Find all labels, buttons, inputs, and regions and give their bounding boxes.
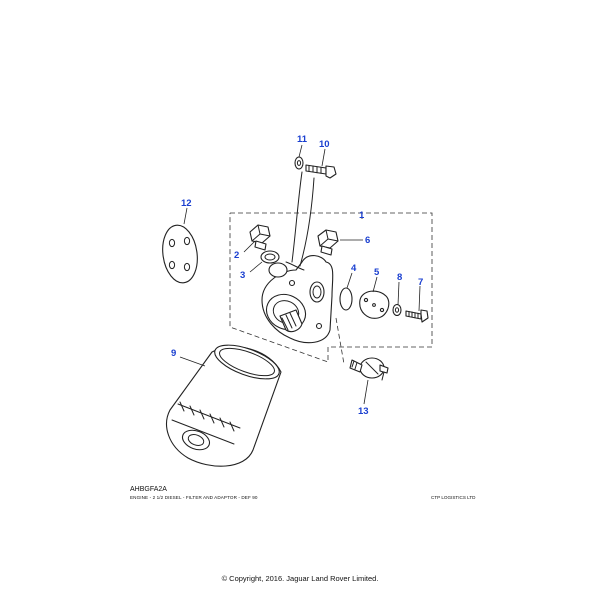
washer-part-8 <box>392 303 402 317</box>
callout-6: 6 <box>365 235 370 246</box>
callout-11: 11 <box>297 134 308 145</box>
callout-4: 4 <box>351 263 357 274</box>
callout-12: 12 <box>181 198 192 209</box>
diagram-reference-code: AHBGFA2A <box>130 486 167 493</box>
o-ring-part-4 <box>339 287 353 311</box>
gasket-part <box>162 224 198 284</box>
callout-8: 8 <box>397 272 402 283</box>
bolt-part-10 <box>305 164 337 179</box>
plug-part-6 <box>317 229 339 256</box>
washer-part-3 <box>260 250 280 264</box>
callout-1: 1 <box>359 210 365 221</box>
callout-13: 13 <box>358 406 369 417</box>
diagram-caption: ENGINE - 2 1/2 DIESEL - FILTER AND ADAPT… <box>130 495 258 500</box>
callout-3: 3 <box>240 270 245 281</box>
vendor-name: CTP LOGISTICS LTD <box>431 495 476 500</box>
filter-adaptor-housing <box>261 255 334 344</box>
assembly-boundary <box>229 212 433 363</box>
cover-plate-part-5 <box>359 290 390 319</box>
callout-9: 9 <box>171 348 176 359</box>
callout-2: 2 <box>234 250 239 261</box>
oil-filter-part <box>166 344 282 467</box>
pressure-switch-part-13 <box>349 357 389 381</box>
callout-7: 7 <box>418 277 423 288</box>
callout-10: 10 <box>319 139 330 150</box>
callout-5: 5 <box>374 267 380 278</box>
copyright-notice: © Copyright, 2016. Jaguar Land Rover Lim… <box>221 574 379 583</box>
plug-part-2 <box>249 224 271 251</box>
washer-part-11 <box>294 156 304 170</box>
bolt-part-7 <box>405 309 429 323</box>
